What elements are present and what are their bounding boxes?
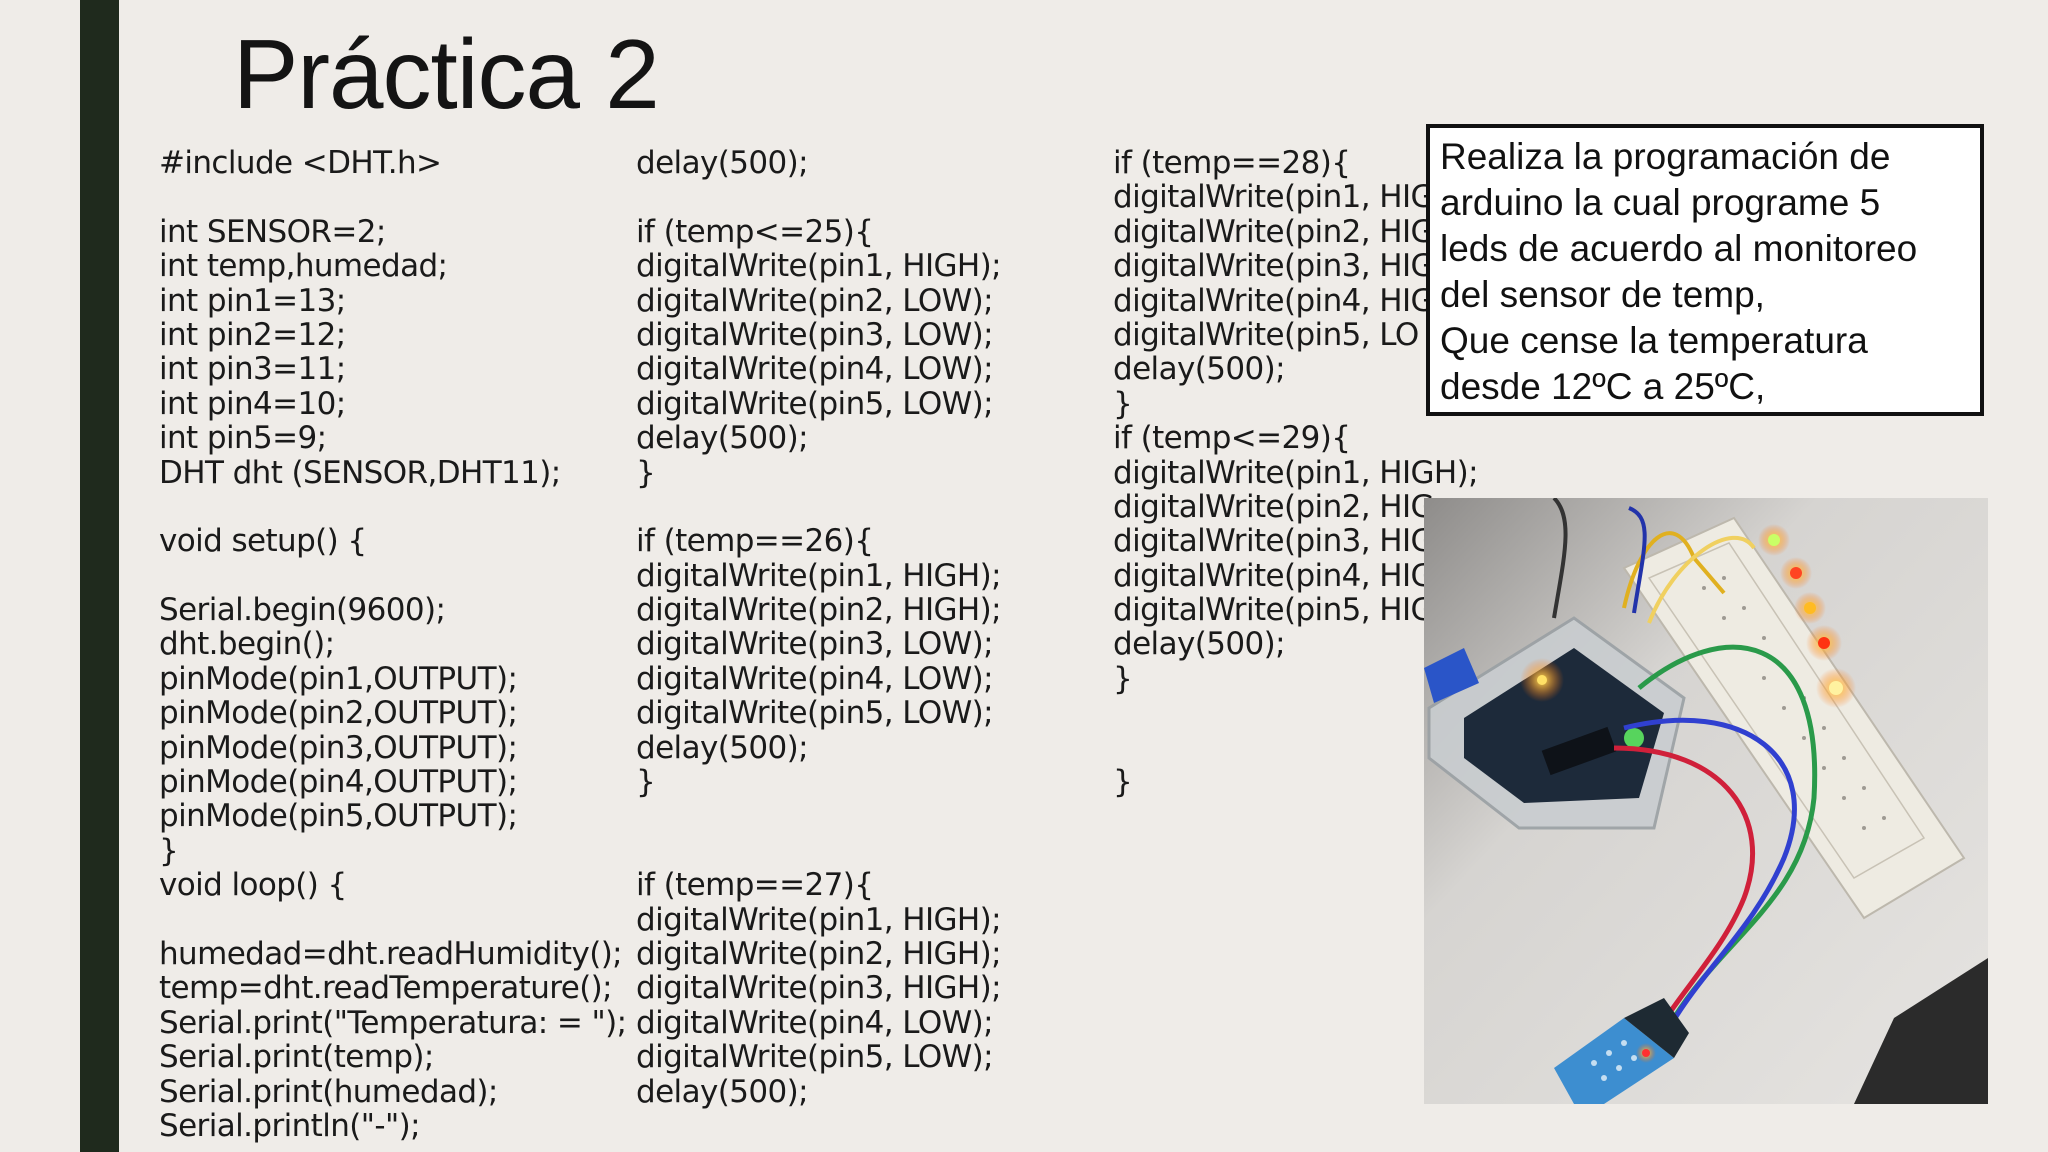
code-line	[159, 490, 626, 524]
code-line: temp=dht.readTemperature();	[159, 970, 613, 1007]
code-line: digitalWrite(pin5, LO	[1113, 316, 1419, 353]
code-line: int pin3=11;	[159, 351, 346, 388]
code-line: digitalWrite(pin2, LOW);	[636, 282, 994, 319]
code-line: Serial.begin(9600);	[159, 592, 446, 629]
code-line: digitalWrite(pin1, HIGH);	[1113, 454, 1479, 491]
code-line: pinMode(pin5,OUTPUT);	[159, 798, 518, 835]
code-line: digitalWrite(pin3, LOW);	[636, 316, 994, 353]
code-line: if (temp==26){	[636, 523, 874, 560]
code-line: if (temp<=29){	[1113, 420, 1351, 457]
code-line: humedad=dht.readHumidity();	[159, 935, 623, 972]
code-line	[159, 559, 626, 593]
code-line: }	[1113, 385, 1133, 422]
instruction-line: Realiza la programación de	[1440, 136, 1891, 177]
code-line: int pin5=9;	[159, 420, 327, 457]
code-line: pinMode(pin4,OUTPUT);	[159, 764, 518, 801]
code-line: }	[636, 764, 656, 801]
code-line: delay(500);	[1113, 351, 1286, 388]
code-line	[636, 490, 1001, 524]
code-line: Serial.print(temp);	[159, 1039, 434, 1076]
code-line	[636, 834, 1001, 868]
code-line: pinMode(pin1,OUTPUT);	[159, 660, 518, 697]
code-line: Serial.print("Temperatura: = ");	[159, 1004, 627, 1041]
code-line: digitalWrite(pin3, HIGH);	[636, 970, 1002, 1007]
code-line: int temp,humedad;	[159, 248, 448, 285]
code-line: void loop() {	[159, 867, 347, 904]
code-line: digitalWrite(pin4, LOW);	[636, 1004, 994, 1041]
code-line: }	[1113, 660, 1133, 697]
code-line	[636, 180, 1001, 214]
code-line: pinMode(pin2,OUTPUT);	[159, 695, 518, 732]
code-line: DHT dht (SENSOR,DHT11);	[159, 454, 561, 491]
code-column-1: #include <DHT.h> int SENSOR=2;int temp,hu…	[159, 145, 627, 1144]
code-line: digitalWrite(pin2, HIGH);	[636, 935, 1002, 972]
code-line: digitalWrite(pin4, LOW);	[636, 660, 994, 697]
code-line: if (temp==28){	[1113, 145, 1351, 181]
code-line: int pin1=13;	[159, 282, 346, 319]
code-line: delay(500);	[636, 145, 809, 181]
code-line: digitalWrite(pin1, HIGH);	[636, 248, 1002, 285]
slide-title: Práctica 2	[233, 19, 660, 129]
instruction-line: arduino la cual programe 5	[1440, 182, 1881, 223]
code-line: digitalWrite(pin4, HIG	[1113, 557, 1435, 594]
code-line	[159, 180, 626, 214]
code-line: digitalWrite(pin4, HIG	[1113, 282, 1435, 319]
code-line: digitalWrite(pin3, HIG	[1113, 248, 1435, 285]
code-line: digitalWrite(pin5, LOW);	[636, 695, 994, 732]
code-line: if (temp==27){	[636, 867, 874, 904]
code-line: digitalWrite(pin5, LOW);	[636, 1039, 994, 1076]
code-line: digitalWrite(pin3, LOW);	[636, 626, 994, 663]
instruction-box: Realiza la programación de arduino la cua…	[1426, 124, 1984, 416]
code-column-2: delay(500);if (temp<=25){digitalWrite(pi…	[636, 145, 1002, 1110]
instruction-line: desde 12ºC a 25ºC,	[1440, 366, 1766, 407]
code-line: #include <DHT.h>	[159, 145, 442, 181]
code-line: }	[159, 832, 179, 869]
code-line: if (temp<=25){	[636, 213, 874, 250]
instruction-line: leds de acuerdo al monitoreo	[1440, 228, 1918, 269]
code-line: Serial.println("-");	[159, 1107, 421, 1144]
code-line: int SENSOR=2;	[159, 213, 386, 250]
code-line: int pin2=12;	[159, 316, 346, 353]
code-line: digitalWrite(pin5, LOW);	[636, 385, 994, 422]
code-line: pinMode(pin3,OUTPUT);	[159, 729, 518, 766]
code-line: digitalWrite(pin2, HIG	[1113, 213, 1435, 250]
code-line: digitalWrite(pin1, HIG	[1113, 179, 1435, 216]
code-line	[159, 903, 626, 937]
code-line: void setup() {	[159, 523, 367, 560]
code-line: delay(500);	[636, 729, 809, 766]
code-line: delay(500);	[1113, 626, 1286, 663]
code-line	[636, 799, 1001, 833]
code-line: delay(500);	[636, 1073, 809, 1110]
accent-bar	[80, 0, 119, 1152]
code-line: digitalWrite(pin2, HIGH);	[636, 592, 1002, 629]
code-line: digitalWrite(pin1, HIGH);	[636, 901, 1002, 938]
code-line: dht.begin();	[159, 626, 335, 663]
code-line: }	[636, 454, 656, 491]
arduino-circuit-photo	[1424, 498, 1988, 1104]
code-line: int pin4=10;	[159, 385, 346, 422]
instruction-line: del sensor de temp,	[1440, 274, 1765, 315]
code-line: Serial.print(humedad);	[159, 1073, 498, 1110]
code-line: digitalWrite(pin4, LOW);	[636, 351, 994, 388]
code-line: delay(500);	[636, 420, 809, 457]
code-line: digitalWrite(pin1, HIGH);	[636, 557, 1002, 594]
code-line: digitalWrite(pin5, HIG	[1113, 592, 1435, 629]
instruction-line: Que cense la temperatura	[1440, 320, 1868, 361]
code-line: }	[1113, 764, 1133, 801]
